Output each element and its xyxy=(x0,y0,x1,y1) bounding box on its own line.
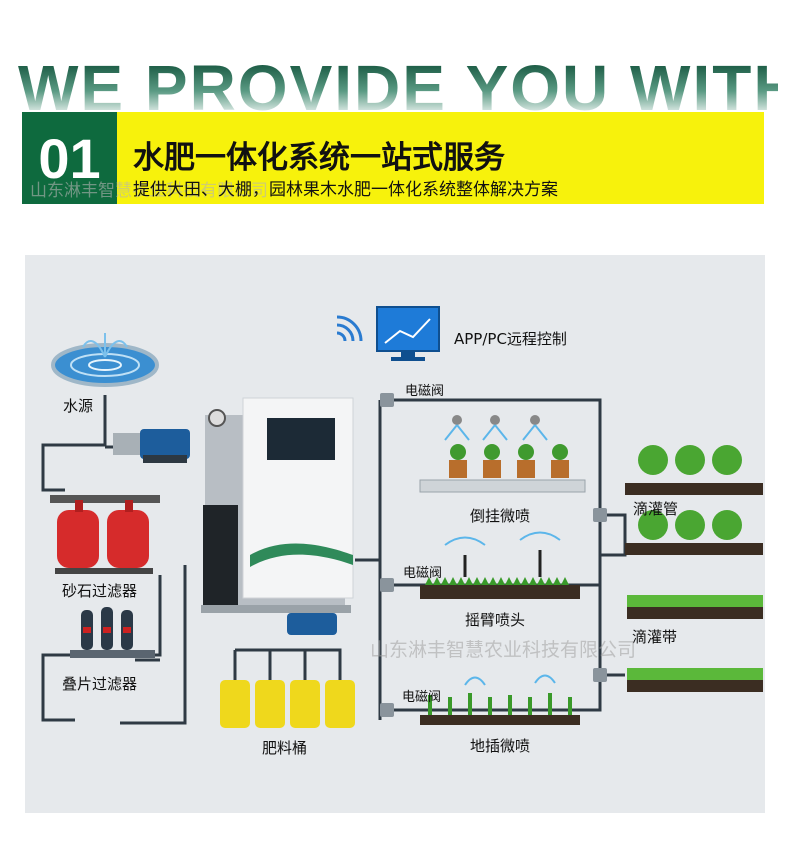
solenoid-valve-1-icon xyxy=(380,393,394,407)
rocker-sprinkler-icon xyxy=(420,531,580,599)
solenoid-valves xyxy=(380,393,607,717)
background-headline: WE PROVIDE YOU WITH xyxy=(18,58,778,118)
label-drip-pipe: 滴灌管 xyxy=(633,500,679,518)
header-banner xyxy=(22,112,764,204)
solenoid-valve-3-icon xyxy=(380,703,394,717)
label-ground-spray: 地插微喷 xyxy=(470,737,531,755)
label-disc-filter: 叠片过滤器 xyxy=(62,675,138,693)
label-sand-filter: 砂石过滤器 xyxy=(62,582,138,600)
label-water-source: 水源 xyxy=(63,397,94,415)
fertigation-machine-icon xyxy=(201,397,354,635)
fertilizer-buckets-icon xyxy=(220,680,355,728)
drip-pipe-trees-icon xyxy=(625,445,763,555)
water-pump-icon xyxy=(113,429,190,463)
section-subtitle: 提供大田、大棚，园林果木水肥一体化系统整体解决方案 xyxy=(133,180,558,200)
drip-tape-grass-icon xyxy=(627,595,763,692)
label-valve-2: 电磁阀 xyxy=(403,566,443,581)
section-title: 水肥一体化系统一站式服务 xyxy=(133,140,505,176)
irrigation-system-diagram xyxy=(41,306,763,728)
label-fertilizer-bucket: 肥料桶 xyxy=(262,739,308,757)
label-remote-control: APP/PC远程控制 xyxy=(454,330,567,348)
hanging-spray-icon xyxy=(419,415,586,493)
label-hanging-spray: 倒挂微喷 xyxy=(470,507,531,525)
label-valve-1: 电磁阀 xyxy=(405,384,445,399)
ground-spray-icon xyxy=(420,674,580,725)
sand-filter-icon xyxy=(50,495,160,574)
label-valve-3: 电磁阀 xyxy=(402,690,442,705)
water-source-pool-icon xyxy=(51,333,159,387)
solenoid-valve-5-icon xyxy=(593,668,607,682)
wifi-signal-icon xyxy=(336,315,363,342)
label-rocker-sprinkler: 摇臂喷头 xyxy=(465,611,526,629)
computer-monitor-icon xyxy=(376,306,440,361)
disc-filter-icon xyxy=(70,607,155,658)
diagram-watermark: 山东淋丰智慧农业科技有限公司 xyxy=(370,639,637,661)
solenoid-valve-2-icon xyxy=(380,578,394,592)
header-watermark: 山东淋丰智慧农业科技有限公司 xyxy=(30,181,268,201)
section-number: 01 xyxy=(22,112,117,204)
solenoid-valve-4-icon xyxy=(593,508,607,522)
label-drip-tape: 滴灌带 xyxy=(632,628,678,646)
